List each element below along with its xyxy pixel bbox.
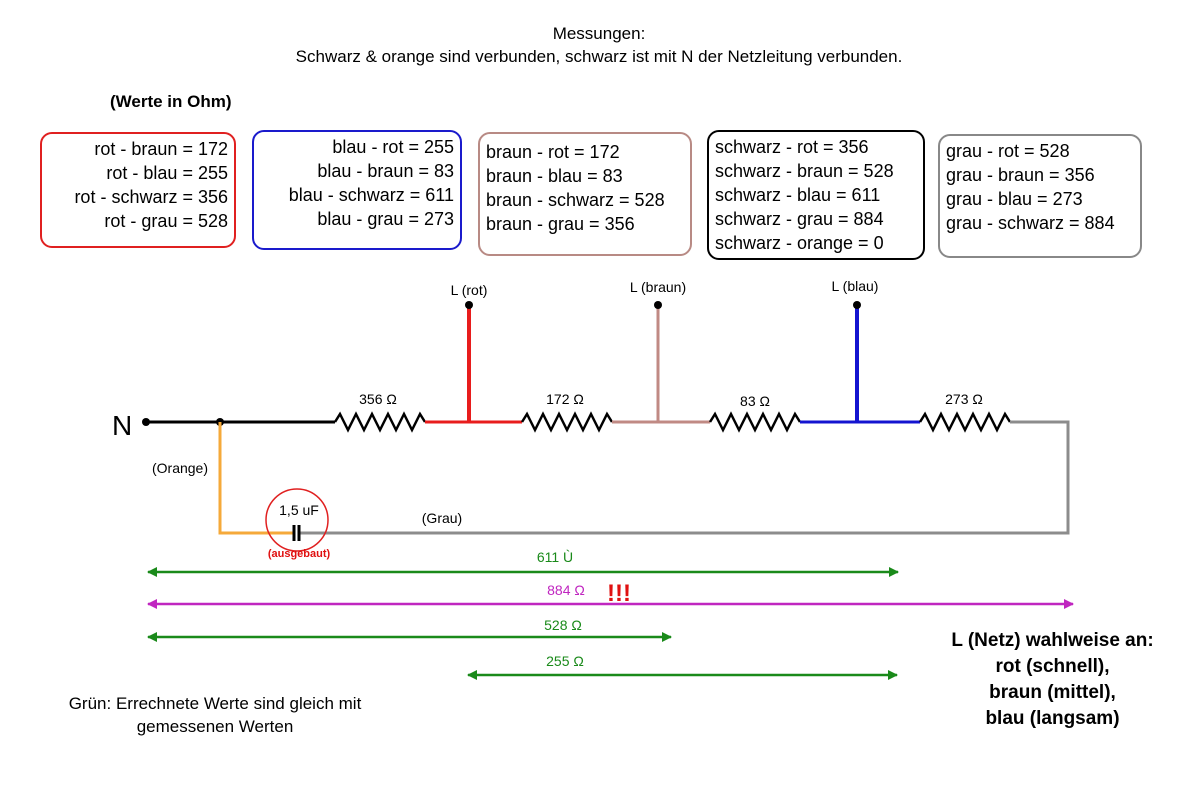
box-schwarz-line: schwarz - orange = 0 bbox=[715, 233, 884, 253]
box-grau-line: grau - schwarz = 884 bbox=[946, 213, 1115, 233]
box-blau-line: blau - grau = 273 bbox=[317, 209, 454, 229]
box-grau: grau - rot = 528 grau - braun = 356 grau… bbox=[938, 134, 1142, 258]
netz-note-line: braun (mittel), bbox=[989, 682, 1116, 703]
netz-note-line: L (Netz) wahlweise an: bbox=[951, 630, 1154, 651]
resistor-273-label: 273 Ω bbox=[945, 391, 983, 407]
box-blau-line: blau - braun = 83 bbox=[317, 161, 454, 181]
box-grau-line: grau - blau = 273 bbox=[946, 189, 1083, 209]
unit-note: (Werte in Ohm) bbox=[110, 92, 232, 111]
orange-label: (Orange) bbox=[152, 460, 208, 476]
netz-note-line: blau (langsam) bbox=[985, 708, 1120, 729]
box-schwarz-line: schwarz - braun = 528 bbox=[715, 161, 894, 181]
legend-note: Grün: Errechnete Werte sind gleich mit g… bbox=[68, 694, 362, 736]
resistor-172 bbox=[520, 411, 614, 433]
box-braun-line: braun - rot = 172 bbox=[486, 142, 620, 162]
box-rot-line: rot - grau = 528 bbox=[104, 211, 228, 231]
resistor-83 bbox=[708, 411, 802, 433]
box-grau-line: grau - braun = 356 bbox=[946, 165, 1095, 185]
box-blau-line: blau - schwarz = 611 bbox=[288, 185, 454, 205]
box-schwarz-line: schwarz - rot = 356 bbox=[715, 137, 869, 157]
box-blau-line: blau - rot = 255 bbox=[332, 137, 454, 157]
box-braun: braun - rot = 172 braun - blau = 83 brau… bbox=[478, 132, 692, 256]
title-line-2: Schwarz & orange sind verbunden, schwarz… bbox=[295, 47, 903, 66]
box-rot-line: rot - schwarz = 356 bbox=[74, 187, 228, 207]
tap-blau-dot bbox=[853, 301, 861, 309]
box-grau-line: grau - rot = 528 bbox=[946, 141, 1070, 161]
tap-braun-dot bbox=[654, 301, 662, 309]
tap-braun-label: L (braun) bbox=[630, 279, 686, 295]
box-braun-line: braun - blau = 83 bbox=[486, 166, 623, 186]
box-braun-line: braun - grau = 356 bbox=[486, 214, 635, 234]
grau-label: (Grau) bbox=[422, 510, 462, 526]
resistor-356-label: 356 Ω bbox=[359, 391, 397, 407]
box-schwarz: schwarz - rot = 356 schwarz - braun = 52… bbox=[707, 130, 925, 260]
resistor-83-label: 83 Ω bbox=[740, 393, 770, 409]
arrow-884-label: 884 Ω bbox=[547, 582, 585, 598]
capacitor-circle bbox=[265, 488, 329, 552]
arrow-528-label: 528 Ω bbox=[544, 617, 582, 633]
resistor-172-label: 172 Ω bbox=[546, 391, 584, 407]
box-rot-line: rot - blau = 255 bbox=[106, 163, 228, 183]
tap-rot-dot bbox=[465, 301, 473, 309]
warning-mark: !!! bbox=[607, 580, 631, 607]
netz-note: L (Netz) wahlweise an: rot (schnell), br… bbox=[925, 628, 1180, 732]
resistor-356 bbox=[333, 411, 427, 433]
capacitor-label: 1,5 uF bbox=[279, 502, 319, 518]
arrow-255-label: 255 Ω bbox=[546, 653, 584, 669]
capacitor-note: (ausgebaut) bbox=[268, 548, 331, 560]
wire-grau bbox=[300, 420, 1070, 535]
node-n bbox=[142, 418, 150, 426]
box-schwarz-line: schwarz - blau = 611 bbox=[715, 185, 881, 205]
box-schwarz-line: schwarz - grau = 884 bbox=[715, 209, 884, 229]
box-blau: blau - rot = 255 blau - braun = 83 blau … bbox=[252, 130, 462, 250]
title-line-1: Messungen: bbox=[552, 24, 646, 43]
box-braun-line: braun - schwarz = 528 bbox=[486, 190, 665, 210]
box-rot: rot - braun = 172 rot - blau = 255 rot -… bbox=[40, 132, 236, 248]
resistor-273 bbox=[918, 411, 1012, 433]
tap-rot-label: L (rot) bbox=[451, 282, 488, 298]
arrow-611-label: 611 Ù bbox=[537, 549, 573, 565]
n-label: N bbox=[112, 410, 132, 441]
tap-blau-label: L (blau) bbox=[832, 278, 879, 294]
box-rot-line: rot - braun = 172 bbox=[94, 139, 228, 159]
netz-note-line: rot (schnell), bbox=[995, 656, 1110, 677]
